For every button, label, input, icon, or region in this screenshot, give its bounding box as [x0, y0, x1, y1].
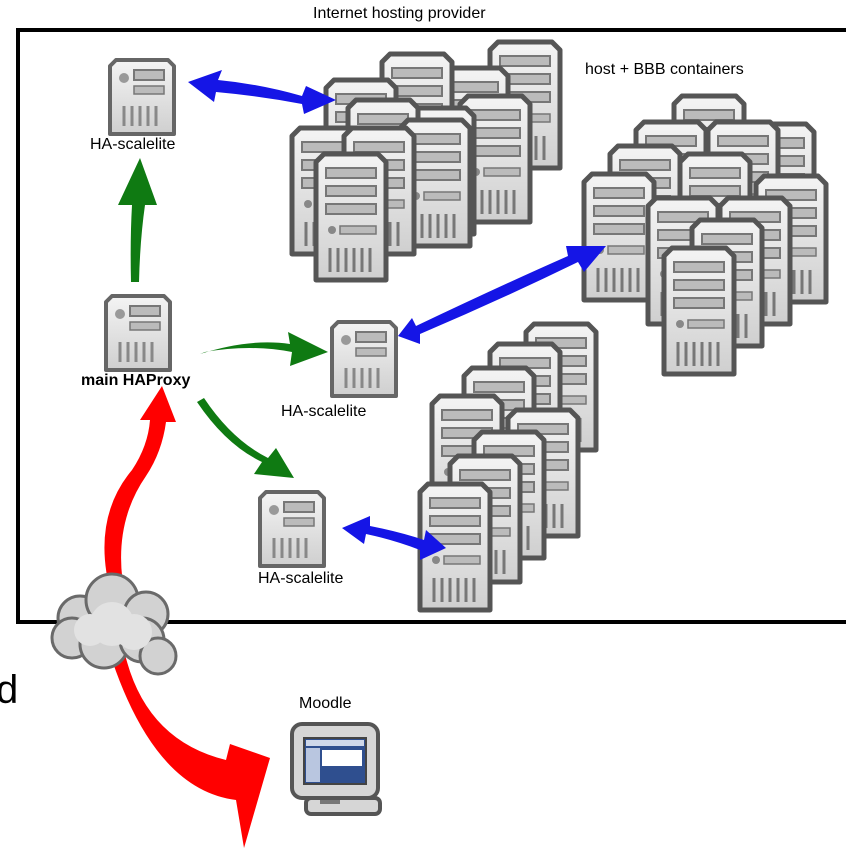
moodle-label: Moodle	[299, 695, 352, 712]
arrow-scalelite-mid-bbb	[398, 246, 606, 344]
bbb-cluster-bottom	[420, 324, 596, 610]
arrow-cloud-to-haproxy	[104, 386, 176, 600]
arrow-main-to-scalelite-mid	[200, 332, 328, 366]
main-haproxy-label: main HAProxy	[81, 372, 191, 389]
bbb-cluster-right	[584, 96, 826, 374]
cut-off-text: d	[0, 668, 19, 712]
ha-scalelite-top-server-icon	[108, 58, 176, 136]
arrow-cloud-to-moodle	[112, 650, 270, 848]
lb-arrows	[118, 158, 328, 478]
hosting-provider-frame	[16, 28, 846, 624]
monitor-icon	[290, 722, 382, 816]
hosting-provider-label: Internet hosting provider	[313, 5, 486, 22]
arrow-scalelite-top-bbb	[188, 70, 336, 114]
ha-scalelite-mid-server-icon	[330, 320, 398, 398]
ha-scalelite-top-label: HA-scalelite	[90, 136, 176, 153]
arrow-main-to-scalelite-top	[118, 158, 157, 282]
main-haproxy-server-icon	[104, 294, 172, 372]
bbb-arrows	[188, 70, 606, 560]
bbb-cluster-top	[292, 42, 560, 280]
ha-scalelite-bottom-label: HA-scalelite	[258, 570, 344, 587]
arrow-scalelite-bottom-bbb	[342, 516, 446, 560]
internet-arrows	[104, 386, 270, 848]
bbb-containers-label: host + BBB containers	[585, 61, 744, 78]
arrow-main-to-scalelite-bottom	[197, 398, 294, 478]
ha-scalelite-bottom-server-icon	[258, 490, 326, 568]
ha-scalelite-mid-label: HA-scalelite	[281, 403, 367, 420]
